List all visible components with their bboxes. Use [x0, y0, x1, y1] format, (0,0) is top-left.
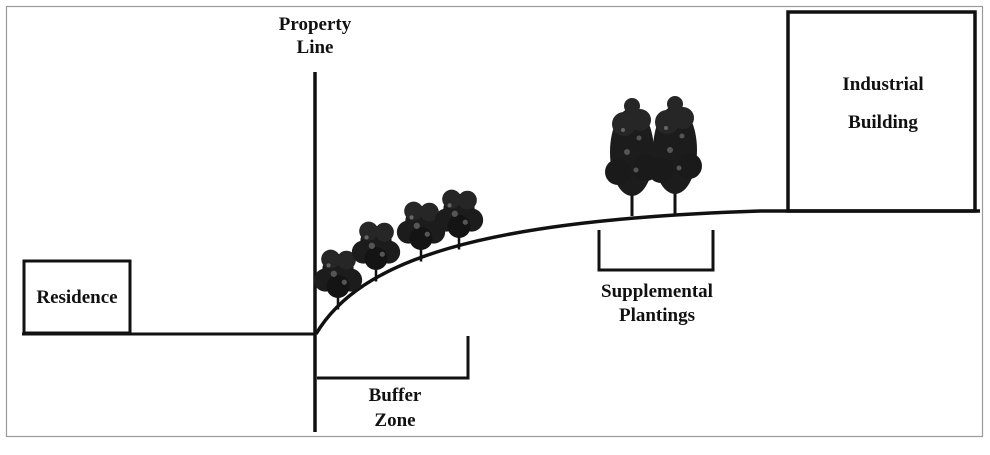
industrial-building-label-line1: Industrial: [842, 74, 924, 95]
buffer-zone-label-line2: Zone: [374, 410, 416, 431]
property-line-label-line1: Property: [278, 14, 352, 35]
property-line-label: Property Line: [255, 13, 375, 59]
supplemental-tree-2: [648, 96, 702, 214]
buffer-zone-bracket: [317, 336, 470, 380]
supplemental-plantings-label-line2: Plantings: [618, 305, 696, 326]
buffer-zone-label-line1: Buffer: [368, 385, 422, 406]
industrial-building-label: Industrial Building: [808, 66, 958, 142]
supplemental-tree-1: [605, 98, 659, 216]
residence-label-text: Residence: [36, 287, 118, 308]
supplemental-plantings-bracket: [597, 230, 715, 272]
supplemental-plantings-label-line1: Supplemental: [601, 281, 713, 302]
buffer-zone-label: Buffer Zone: [330, 383, 460, 433]
residence-label: Residence: [24, 286, 130, 309]
supplemental-plantings-label: Supplemental Plantings: [572, 280, 742, 328]
property-line-label-line2: Line: [296, 37, 334, 58]
industrial-building-box: [786, 10, 977, 213]
diagram-frame: [5, 5, 984, 438]
industrial-building-label-line2: Building: [848, 112, 918, 133]
